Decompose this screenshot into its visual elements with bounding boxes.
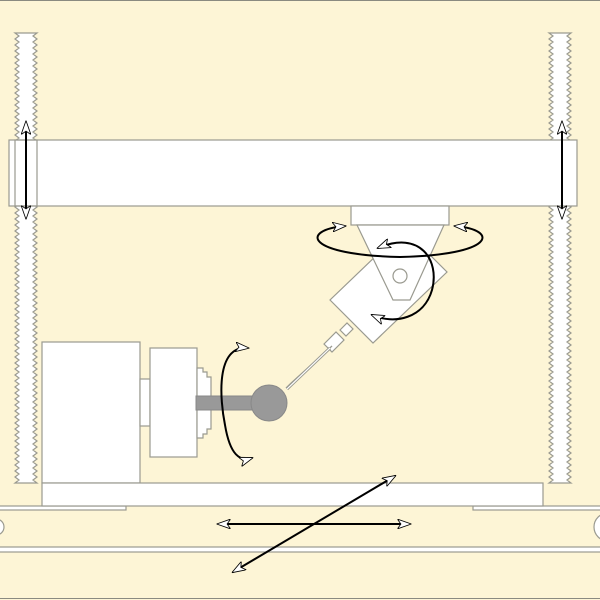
rail-strip-left (0, 505, 127, 511)
head-rotation-arrow-icon (316, 226, 484, 259)
chuck-body (149, 347, 198, 458)
rail-bottom (0, 546, 600, 553)
base-plate (41, 482, 544, 507)
crossbeam (8, 139, 578, 207)
headstock (41, 341, 141, 484)
head-tilt-arrow-icon (372, 243, 435, 320)
tilt-pivot (392, 268, 408, 284)
rail-strip-right (472, 505, 600, 511)
rail-roller-right (593, 514, 600, 540)
right-column-rack (547, 32, 573, 484)
table-y-travel-arrow-icon (233, 476, 395, 572)
spindle-neck (139, 378, 151, 427)
spindle-housing (350, 205, 450, 226)
workpiece-ball (250, 384, 288, 422)
probe (285, 322, 354, 391)
rail-roller-left (0, 519, 5, 535)
chuck-rotation-arrow-icon (220, 348, 252, 459)
workpiece-shaft (195, 395, 257, 411)
left-column-rack (13, 32, 39, 484)
